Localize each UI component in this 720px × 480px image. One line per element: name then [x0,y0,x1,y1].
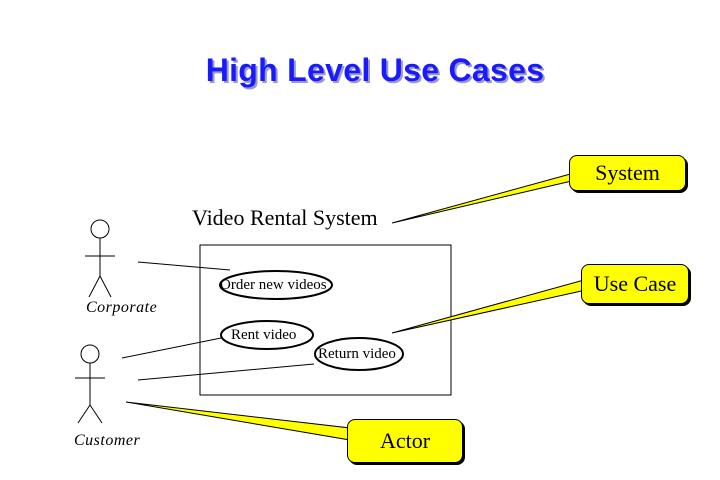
actor-customer-label: Customer [74,432,141,449]
use-case-return-label: Return video [318,346,396,362]
use-case-order-ellipse [219,270,333,300]
actor-corporate-figure [85,219,115,298]
page-title: High Level Use Cases [205,52,545,88]
actor-customer-figure [75,344,105,424]
callout-actor-pointer [125,401,351,441]
callout-system-pointer [391,172,577,224]
use-case-rent-ellipse [220,320,314,350]
callout-system: System [569,155,686,191]
callout-use-case: Use Case [581,264,689,304]
callout-actor: Actor [347,419,463,463]
system-name: Video Rental System [192,205,378,230]
association-customer-rent [121,336,227,359]
use-case-order-label: Order new videos [220,277,327,293]
system-boundary [199,244,452,396]
callout-use-case-pointer [391,279,587,334]
association-customer-return [137,363,315,381]
use-case-return-ellipse [314,337,404,371]
use-case-rent-label: Rent video [231,327,297,343]
association-corporate-order [137,261,231,271]
actor-corporate-label: Corporate [86,299,158,316]
